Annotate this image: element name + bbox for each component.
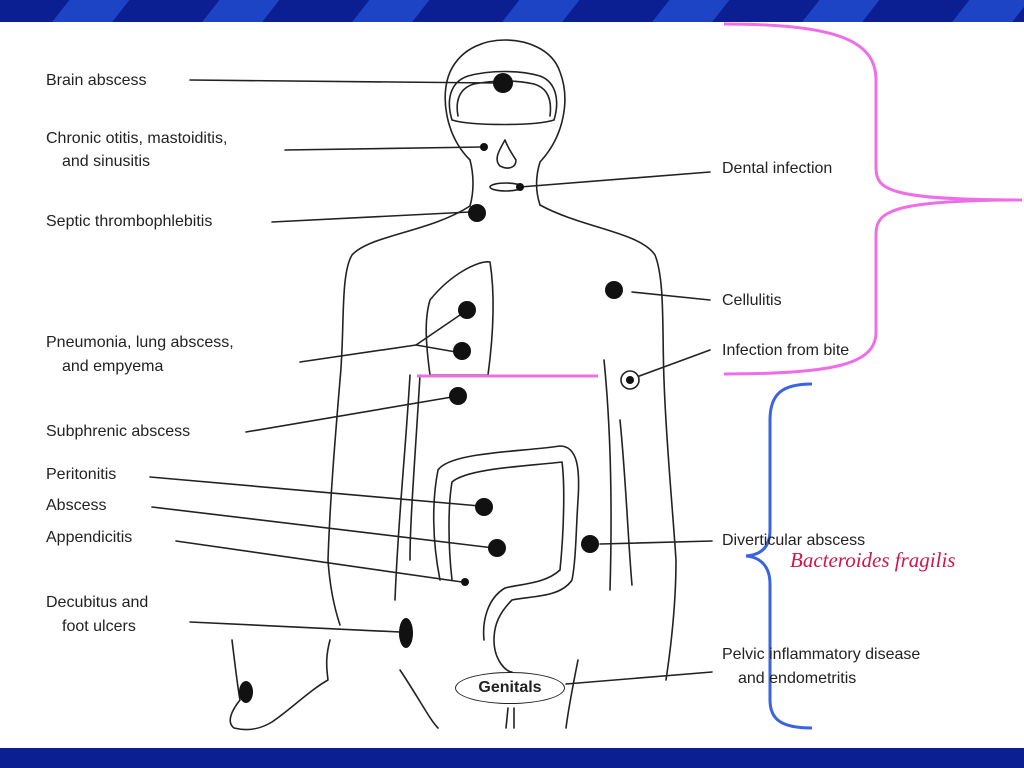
- abscess-site-marker: [488, 539, 506, 557]
- label-brain-abscess: Brain abscess: [46, 72, 147, 89]
- cellulitis-site-marker: [605, 281, 623, 299]
- septic-site-marker: [468, 204, 486, 222]
- label-otitis-line1: Chronic otitis, mastoiditis,: [46, 130, 228, 147]
- bite-site-marker: [620, 370, 640, 390]
- diverticular-site-marker: [581, 535, 599, 553]
- species-label: Bacteroides fragilis: [790, 548, 956, 572]
- lung-site-marker-1: [458, 301, 476, 319]
- colon-outline: [432, 445, 580, 673]
- label-pelvic-line1: Pelvic inflammatory disease: [722, 646, 921, 663]
- label-pelvic-line2: and endometritis: [738, 670, 857, 687]
- dental-site-marker: [516, 183, 524, 191]
- label-diverticular: Diverticular abscess: [722, 532, 866, 549]
- torso-right: [539, 204, 677, 681]
- lower-brace: [745, 382, 813, 730]
- brain-site-marker: [493, 73, 513, 93]
- label-otitis-line2: and sinusitis: [62, 153, 151, 170]
- slide: [0, 22, 1024, 748]
- label-decubitus-line2: foot ulcers: [62, 618, 136, 635]
- appendicitis-site-marker: [461, 578, 469, 586]
- torso-left: [327, 205, 471, 626]
- lung-site-marker-2: [453, 342, 471, 360]
- foot-ulcer-marker: [239, 681, 253, 703]
- label-septic: Septic thrombophlebitis: [46, 213, 213, 230]
- head-outline: [444, 39, 566, 206]
- label-dental: Dental infection: [722, 160, 833, 177]
- decubitus-site-marker: [399, 618, 413, 648]
- label-pneumonia-line1: Pneumonia, lung abscess,: [46, 334, 234, 351]
- label-cellulitis: Cellulitis: [722, 292, 782, 309]
- label-bite: Infection from bite: [722, 342, 850, 359]
- label-abscess: Abscess: [46, 497, 107, 514]
- subphrenic-site-marker: [449, 387, 467, 405]
- bottom-banner: [0, 748, 1024, 768]
- label-appendicitis: Appendicitis: [46, 529, 133, 546]
- peritonitis-site-marker: [475, 498, 493, 516]
- label-peritonitis: Peritonitis: [46, 466, 117, 483]
- label-decubitus-line1: Decubitus and: [46, 594, 149, 611]
- upper-brace: [723, 22, 1023, 376]
- otitis-site-marker: [480, 143, 488, 151]
- foot-outline: [229, 639, 331, 731]
- label-subphrenic: Subphrenic abscess: [46, 423, 191, 440]
- label-genitals: Genitals: [455, 672, 565, 704]
- brain-outline: [448, 70, 558, 126]
- label-pneumonia-line2: and empyema: [62, 358, 164, 375]
- top-banner: [0, 0, 1024, 22]
